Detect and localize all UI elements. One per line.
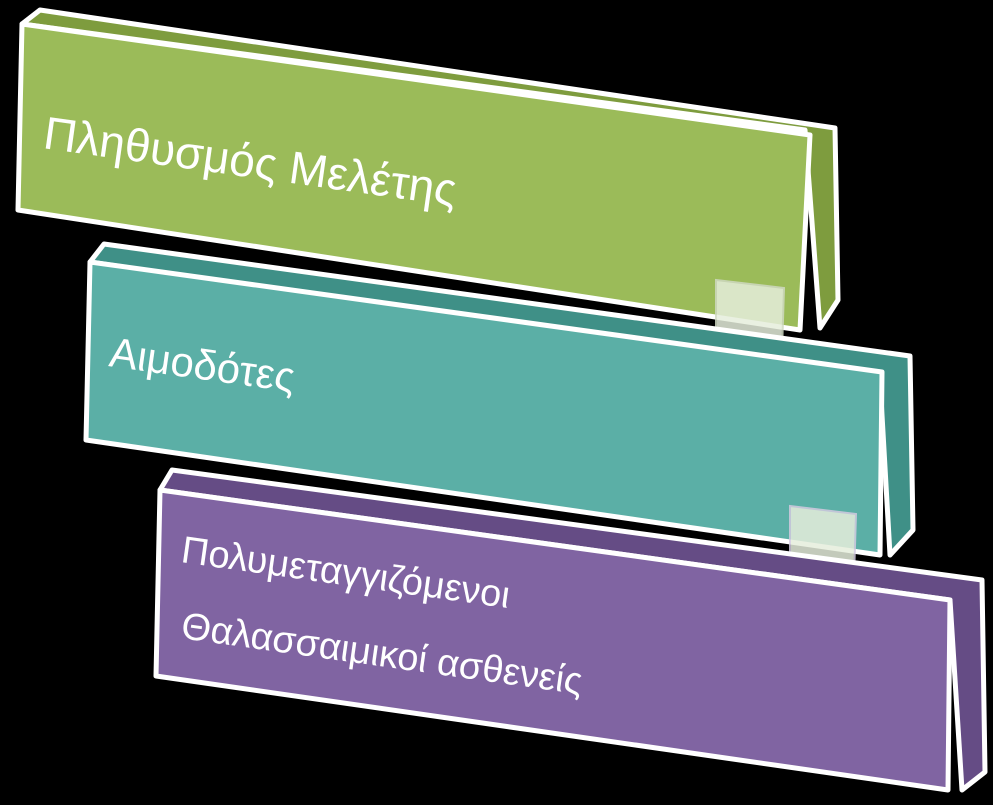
step-3-face [153, 487, 953, 793]
step-2-face [83, 259, 885, 558]
step-2: Αιμοδότες [83, 241, 916, 558]
step-3: Πολυμεταγγιζόμενοι Θαλασσαιμικοί ασθενεί… [153, 467, 988, 793]
step-1-face [15, 21, 813, 333]
step-1: Πληθυσμός Μελέτης [15, 7, 841, 333]
